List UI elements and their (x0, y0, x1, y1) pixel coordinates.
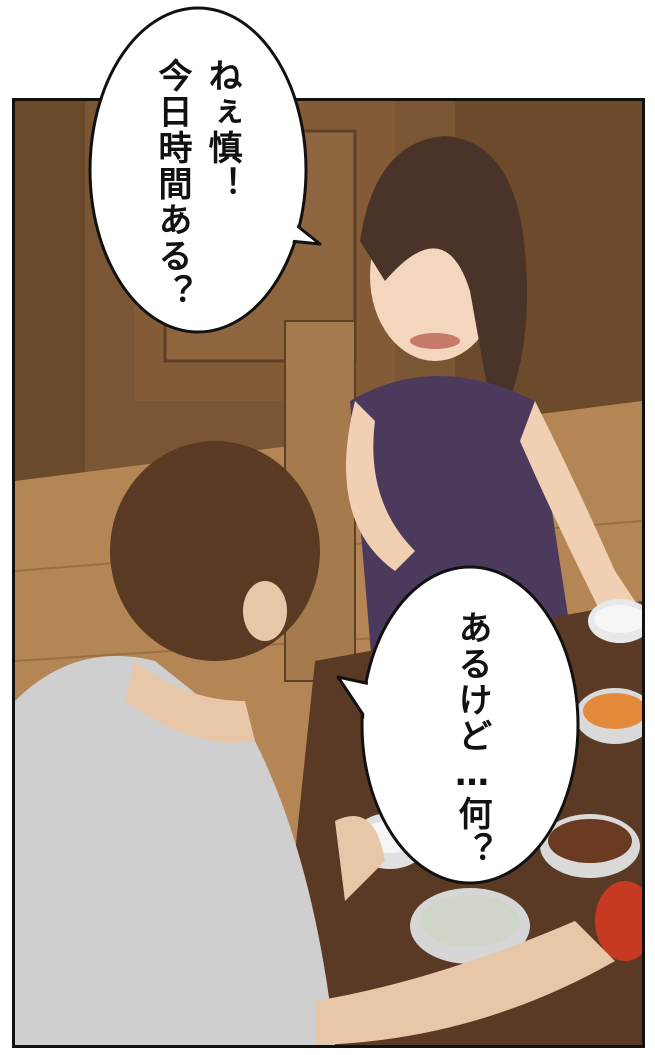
man-head (110, 441, 320, 661)
bubble-woman-line-2: 今日時間ある？ (152, 58, 192, 310)
bubble-woman-line-1: ねぇ慎！ (202, 58, 242, 202)
speech-bubble-woman (88, 6, 322, 334)
speech-bubble-man (336, 565, 580, 885)
bubble-man-line-1: あるけど…何？ (452, 610, 492, 868)
